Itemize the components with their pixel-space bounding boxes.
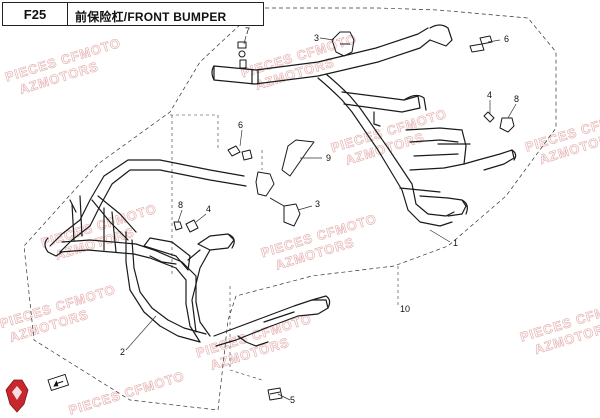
assembly-boundary: [23, 7, 557, 411]
part-2-lower-bumper-frame: [44, 159, 331, 347]
leader-group: [170, 114, 399, 381]
header-divider: [67, 3, 68, 25]
figure-title: 前保险杠/FRONT BUMPER: [75, 10, 227, 24]
part-6-bolt-upper: [469, 35, 493, 53]
part-8-nut-left: [173, 221, 183, 231]
part-6-bolt-mid: [227, 145, 253, 161]
callout-6: 6: [238, 120, 243, 130]
callout-3: 3: [314, 33, 319, 43]
callout-leaders: [125, 35, 517, 401]
callout-8: 8: [178, 200, 183, 210]
watermark-text: PIECES CFMOTO: [67, 368, 187, 418]
callout-2: 2: [120, 347, 125, 357]
part-3-clamp-upper: [331, 31, 355, 57]
callout-6: 6: [504, 34, 509, 44]
callout-7: 7: [245, 26, 250, 36]
callout-10: 10: [400, 304, 410, 314]
part-4-bolt-right: [483, 111, 495, 123]
callout-3: 3: [315, 199, 320, 209]
part-5-nut: [267, 387, 283, 401]
watermark-group: PIECES CFMOTO AZMOTORS PIECES CFMOTO AZM…: [0, 31, 600, 418]
part-9-strip: [281, 139, 315, 177]
callout-4: 4: [206, 204, 211, 214]
figure-code: F25: [23, 7, 47, 22]
part-3-clamp-mid: [255, 171, 275, 197]
callout-9: 9: [326, 153, 331, 163]
callout-1: 1: [453, 238, 458, 248]
hardware-parts: [173, 31, 515, 401]
part-4-bolt-left: [185, 219, 199, 233]
callout-5: 5: [290, 395, 295, 405]
part-1-upper-bumper-frame: [211, 24, 517, 227]
figure-header: F25 前保险杠/FRONT BUMPER: [2, 2, 264, 26]
front-direction-icon: [47, 373, 70, 392]
callout-labels: 7 3 6 4 8 6 9 8 4 3 1 10 2 5: [120, 26, 519, 405]
part-8-nut-right: [499, 117, 515, 133]
part-7-bolt: [237, 41, 247, 69]
brand-logo: [5, 379, 29, 413]
callout-8: 8: [514, 94, 519, 104]
callout-4: 4: [487, 90, 492, 100]
